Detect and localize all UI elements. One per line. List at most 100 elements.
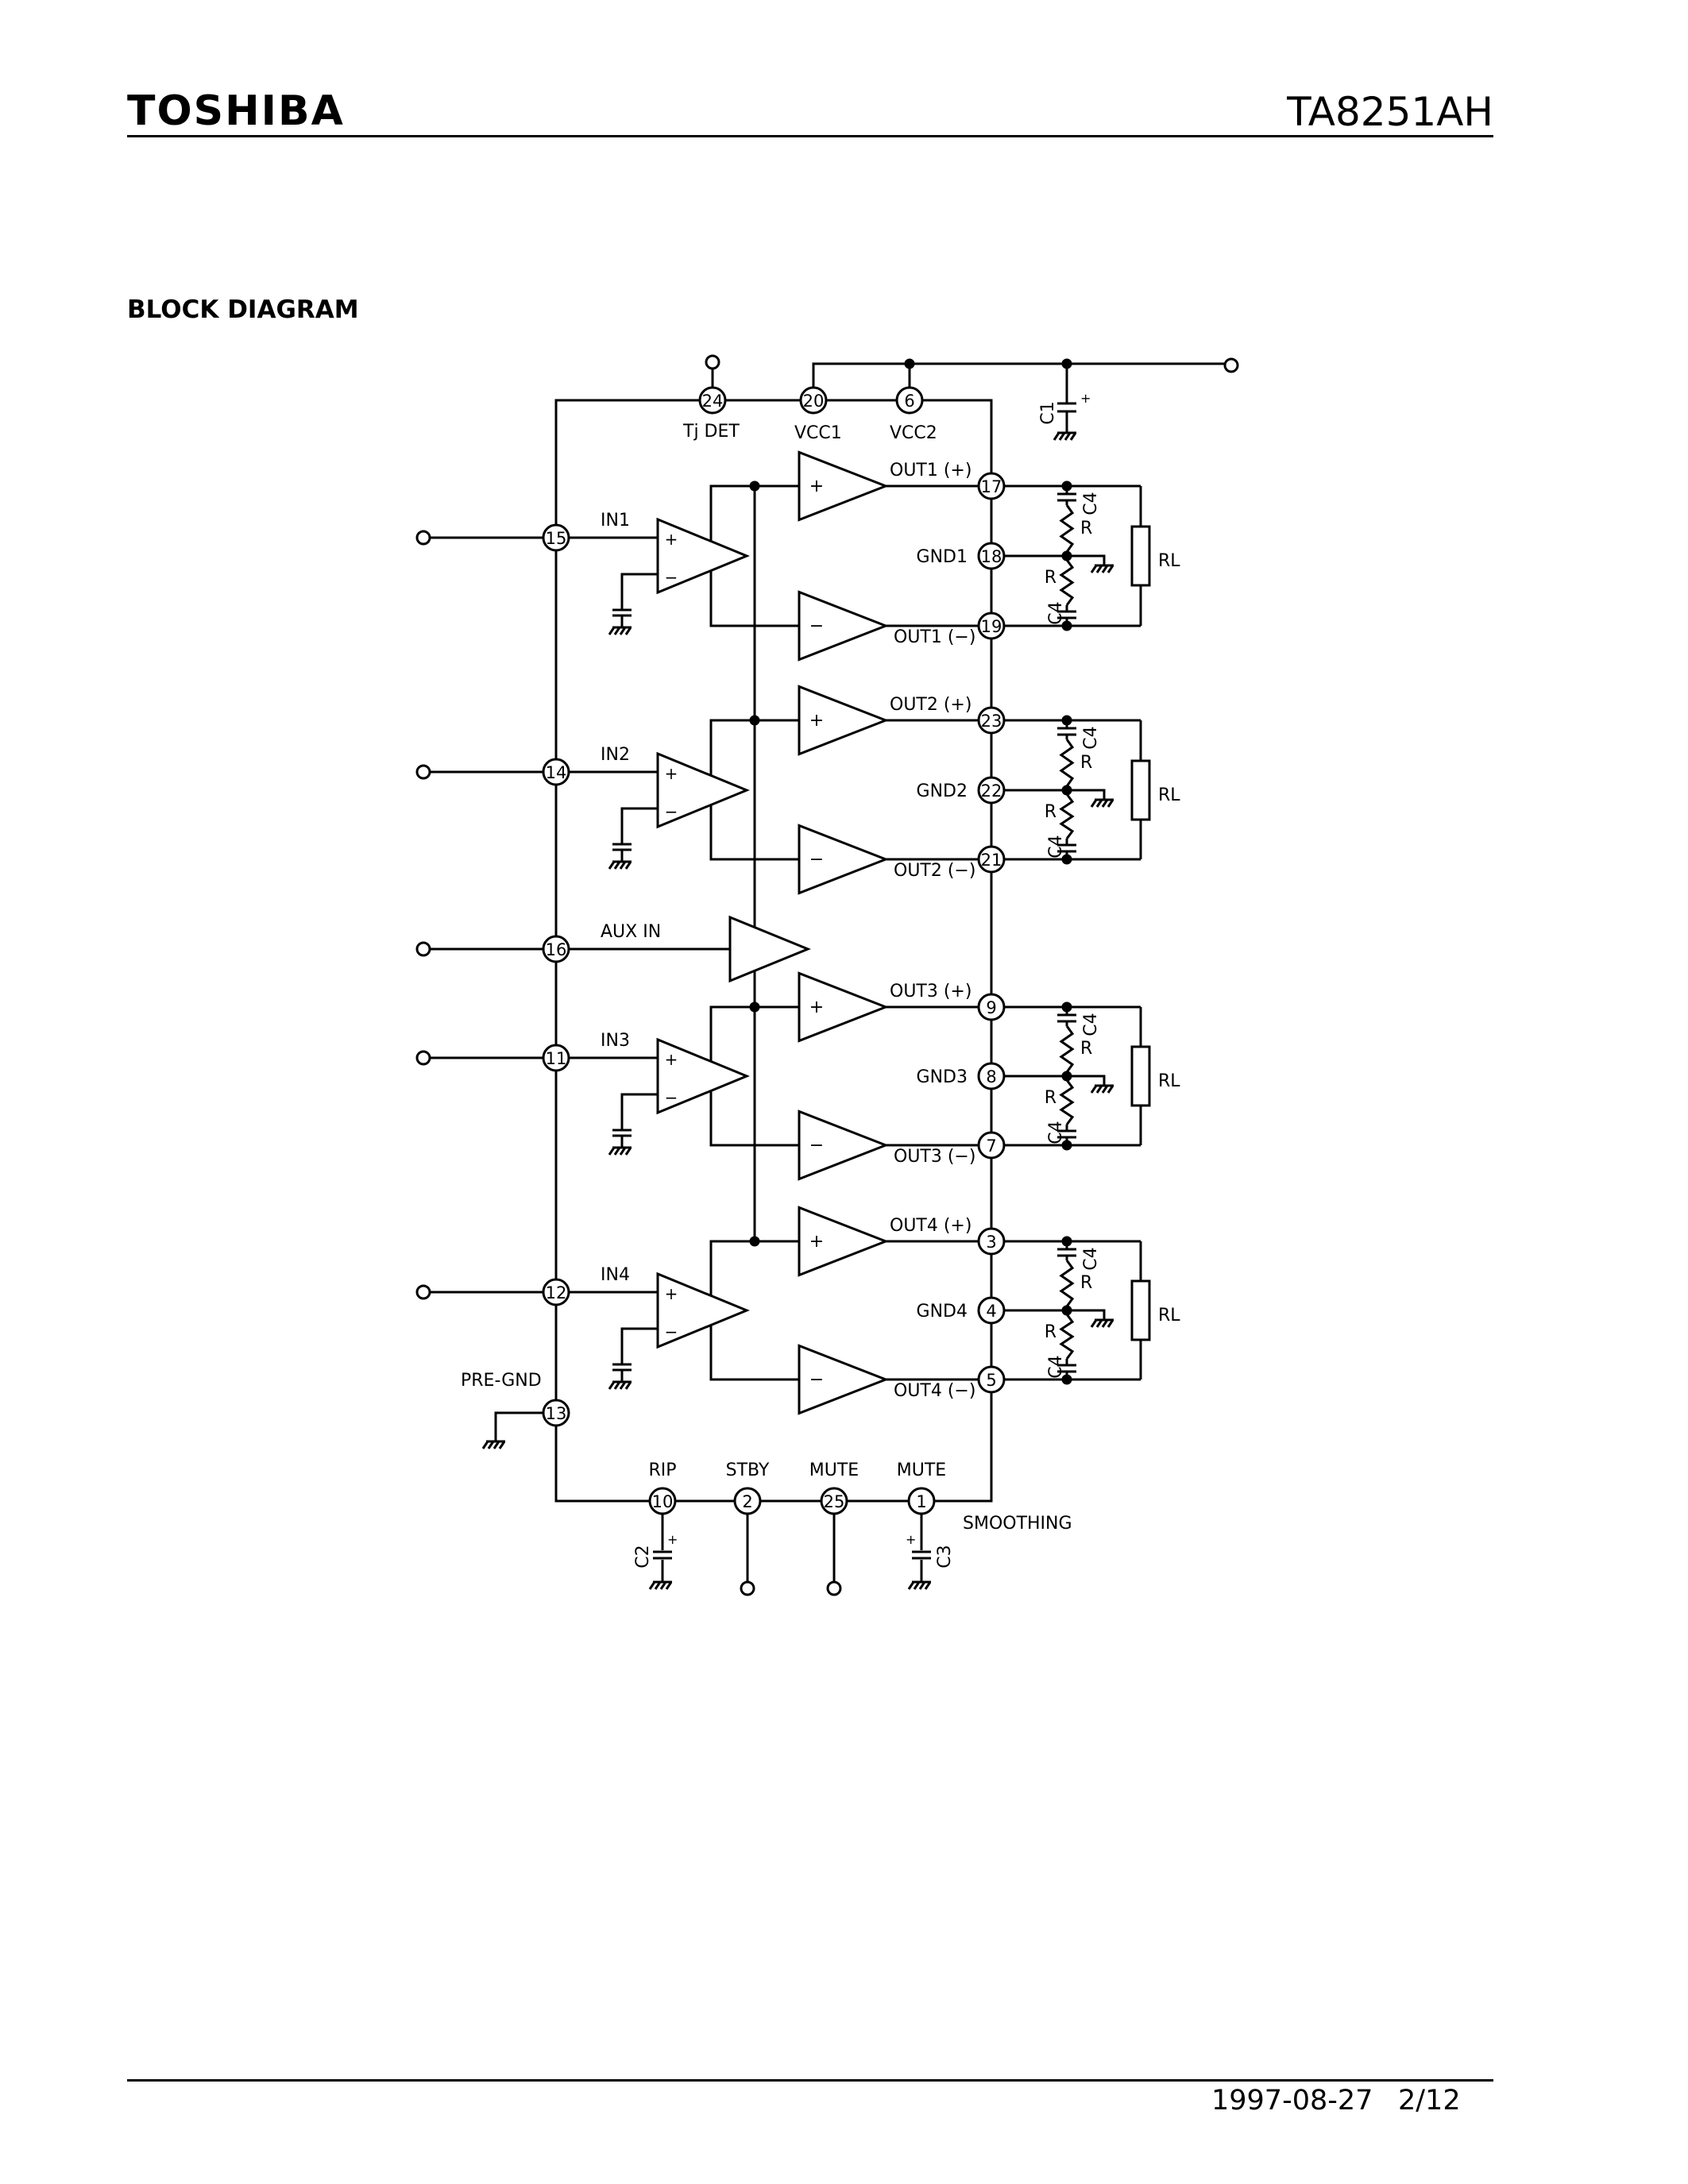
power-amp-neg: [798, 1344, 890, 1415]
junction-dot: [1061, 785, 1072, 796]
ground-icon: [481, 1440, 506, 1449]
in1-label: IN1: [601, 511, 630, 531]
r-label: R: [1080, 519, 1092, 538]
terminal: [415, 1284, 431, 1300]
c3-label: C3: [935, 1545, 955, 1568]
junction-dot: [1061, 854, 1072, 865]
c3-plus: +: [906, 1532, 916, 1547]
amp-sign: +: [809, 1232, 824, 1252]
bottom-pin-label: STBY: [726, 1461, 770, 1480]
c4-label: C4: [1081, 1247, 1101, 1270]
junction-dot: [1061, 550, 1072, 561]
amp-sign: −: [665, 1322, 678, 1341]
bias-capacitor: [612, 1129, 632, 1148]
pin-circle: [542, 1278, 570, 1306]
terminal: [1223, 357, 1239, 373]
r-resistor: [1059, 559, 1075, 606]
bias-capacitor: [612, 843, 632, 862]
c4-capacitor: [1057, 610, 1076, 619]
pin-number: 18: [981, 547, 1002, 566]
junction-dot: [1061, 1001, 1072, 1013]
pin-circle: [542, 523, 570, 552]
pin-circle: [542, 1044, 570, 1072]
junction-dot: [1061, 1071, 1072, 1082]
pre-gnd-label: PRE-GND: [461, 1371, 542, 1391]
c4-label: C4: [1081, 726, 1101, 749]
ground-icon: [1090, 564, 1114, 573]
pin-circle: [907, 1487, 936, 1515]
power-amp-pos: [798, 1206, 890, 1277]
preamp: [656, 1271, 750, 1349]
r-resistor: [1059, 1025, 1075, 1073]
out-neg-label: OUT3 (−): [894, 1147, 975, 1167]
junction-dot: [1061, 358, 1072, 369]
amp-sign: −: [665, 1088, 678, 1107]
c4-label: C4: [1081, 492, 1101, 515]
pin-circle: [733, 1487, 762, 1515]
pin-circle: [542, 1399, 570, 1427]
pin-number: 20: [803, 392, 825, 411]
out-pos-label: OUT4 (+): [890, 1216, 971, 1236]
c2-plus: +: [667, 1532, 678, 1547]
r-label: R: [1080, 1273, 1092, 1293]
pin-circle: [542, 758, 570, 786]
pin-circle: [977, 1296, 1006, 1325]
pin-number: 21: [981, 851, 1002, 870]
terminal: [826, 1580, 842, 1596]
ground-icon: [1090, 798, 1114, 808]
out-pos-label: OUT1 (+): [890, 461, 971, 480]
bottom-pin-label: RIP: [648, 1461, 676, 1480]
pin-number: 3: [986, 1233, 996, 1252]
aux-amp: [728, 915, 811, 983]
r-label: R: [1045, 1322, 1056, 1342]
footer-rule: [127, 2079, 1493, 2082]
junction-dot: [1061, 1374, 1072, 1385]
c4-capacitor: [1057, 1364, 1076, 1373]
r-label: R: [1045, 568, 1056, 588]
ground-icon: [907, 1580, 932, 1590]
load-resistor: [1130, 1045, 1151, 1107]
c4-capacitor: [1057, 1248, 1076, 1257]
pin-number: 4: [986, 1302, 996, 1321]
amp-sign: −: [809, 616, 824, 636]
junction-dot: [904, 358, 915, 369]
pin-number: 19: [981, 617, 1002, 636]
pin-number: 2: [742, 1492, 752, 1511]
ground-icon: [1053, 431, 1077, 441]
c1-plus: +: [1080, 391, 1091, 406]
section-title: BLOCK DIAGRAM: [127, 295, 359, 324]
out-neg-label: OUT2 (−): [894, 861, 975, 881]
terminal: [415, 941, 431, 957]
in2-label: IN2: [601, 745, 630, 765]
amp-sign: +: [665, 764, 678, 783]
junction-dot: [749, 480, 760, 492]
amp-sign: −: [665, 802, 678, 821]
r-resistor: [1059, 739, 1075, 787]
pin-number: 10: [652, 1492, 674, 1511]
rl-label: RL: [1158, 551, 1180, 571]
pin-number: 16: [546, 940, 567, 959]
terminal: [415, 764, 431, 780]
preamp: [656, 517, 750, 595]
ground-icon: [608, 1380, 632, 1390]
smoothing-label: SMOOTHING: [963, 1514, 1072, 1534]
pin-number: 6: [904, 392, 914, 411]
bottom-pin-label: MUTE: [809, 1461, 859, 1480]
pin-number: 24: [702, 392, 724, 411]
c4-label: C4: [1046, 601, 1066, 624]
load-resistor: [1130, 525, 1151, 587]
amp-sign: +: [809, 711, 824, 731]
power-amp-pos: [798, 971, 890, 1043]
pin-number: 11: [546, 1049, 567, 1068]
ground-icon: [608, 860, 632, 870]
ground-icon: [648, 1580, 673, 1590]
vcc2-label: VCC2: [890, 423, 937, 443]
junction-dot: [1061, 1305, 1072, 1316]
bias-capacitor: [612, 1363, 632, 1382]
pin-circle: [698, 386, 727, 415]
amp-sign: −: [809, 1136, 824, 1156]
pin-circle: [977, 845, 1006, 874]
ground-icon: [1090, 1318, 1114, 1328]
pin-circle: [895, 386, 924, 415]
